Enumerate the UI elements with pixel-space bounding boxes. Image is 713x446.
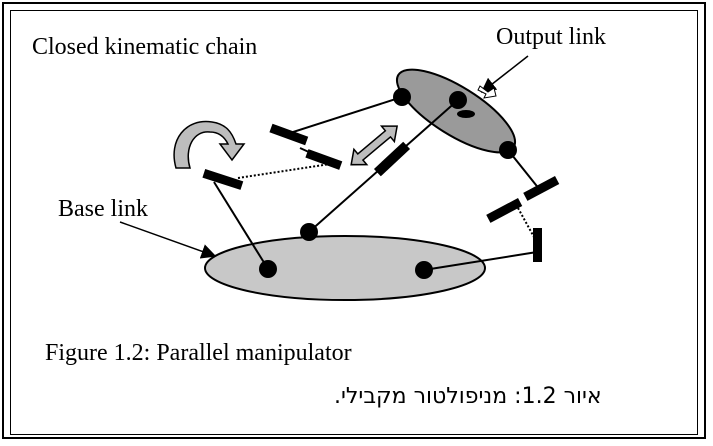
- figure-frame-outer: [2, 2, 706, 439]
- joint-base-center: [300, 223, 318, 241]
- base-link-ellipse: [204, 235, 486, 301]
- prismatic-double-arrow: [350, 125, 399, 166]
- joint-block-6: [486, 198, 523, 223]
- base-link-pointer: [119, 221, 217, 259]
- base-link-label: Base link: [58, 196, 148, 222]
- leg-left-dotted: [237, 163, 331, 179]
- output-link-hole: [457, 110, 475, 118]
- joint-block-2: [305, 149, 343, 170]
- rotation-arrow: [173, 120, 246, 169]
- joint-base-left: [259, 260, 277, 278]
- leg-left-upper: [289, 96, 403, 134]
- leg-right-lower: [423, 251, 538, 271]
- figure-frame-inner: [10, 10, 698, 435]
- joint-platform-2: [449, 91, 467, 109]
- joint-block-5: [523, 176, 560, 201]
- joint-block-1: [269, 123, 309, 146]
- leg-left-lower: [213, 181, 269, 270]
- output-link-small-arrow: [477, 85, 497, 99]
- joint-platform-3: [499, 141, 517, 159]
- joint-base-right: [415, 261, 433, 279]
- figure-caption: Figure 1.2: Parallel manipulator: [45, 340, 352, 366]
- output-link-label: Output link: [496, 24, 607, 50]
- joint-block-3: [202, 169, 244, 190]
- diagram-title: Closed kinematic chain: [32, 34, 258, 60]
- output-link-pointer: [480, 55, 529, 93]
- joint-block-4: [373, 141, 411, 177]
- joint-block-7: [533, 228, 542, 262]
- figure-caption-hebrew: איור 1.2: מניפולטור מקבילי.: [334, 384, 602, 409]
- joint-platform-1: [393, 88, 411, 106]
